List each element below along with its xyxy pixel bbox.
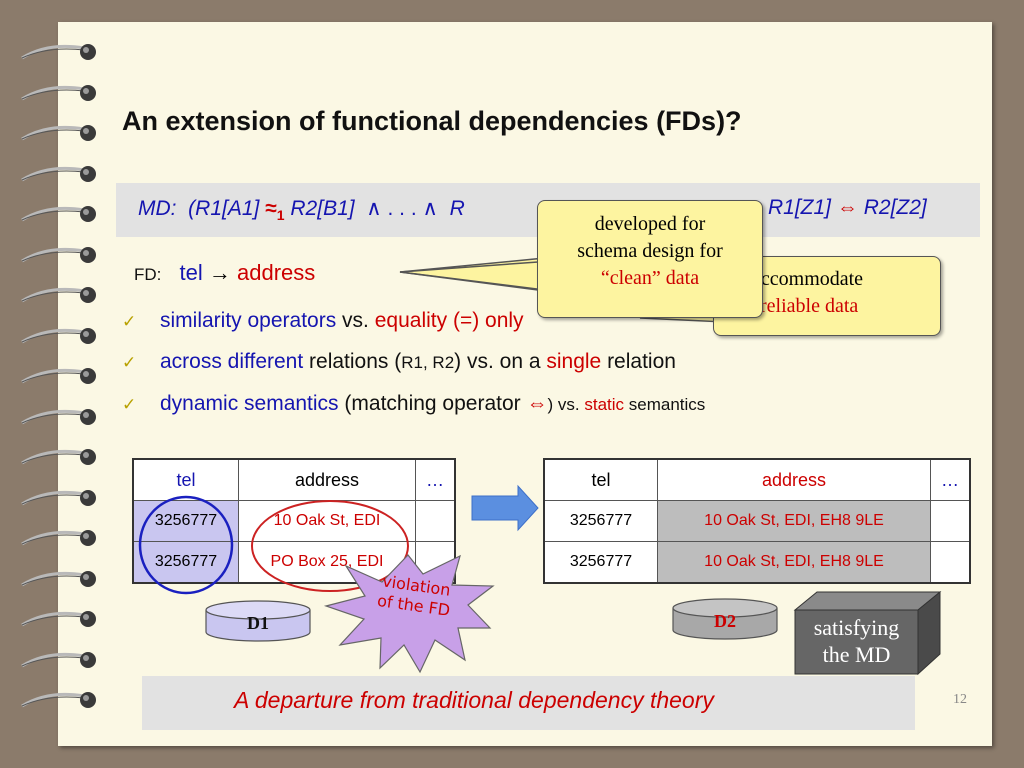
spiral-ring-icon: [21, 570, 96, 587]
spiral-ring-icon: [21, 287, 96, 303]
fd-label: FD:: [134, 265, 162, 284]
table-row: 3256777 10 Oak St, EDI, EH8 9LE: [543, 500, 971, 542]
footer-text: A departure from traditional dependency …: [234, 687, 714, 713]
check-icon: ✓: [122, 353, 137, 372]
md-r2b1: R2[B1]: [290, 197, 355, 220]
check-icon: ✓: [122, 312, 137, 331]
spiral-ring-icon: [21, 44, 96, 60]
md-r1a1: R1[A1]: [195, 197, 260, 220]
header-address: address: [238, 458, 416, 501]
header-tel: tel: [543, 458, 658, 501]
db-d1-label: D1: [247, 613, 269, 633]
fd-arrow: →: [208, 260, 231, 285]
table-row: 3256777 10 Oak St, EDI: [132, 500, 456, 542]
footer-bar: A departure from traditional dependency …: [142, 676, 915, 730]
spiral-ring-icon: [21, 165, 96, 182]
spiral-ring-icon: [21, 530, 96, 546]
table-header-row: tel address …: [543, 458, 971, 501]
table-d1: tel address … 3256777 10 Oak St, EDI 325…: [132, 458, 456, 584]
check-icon: ✓: [122, 395, 137, 414]
md-label: MD:: [138, 197, 177, 220]
table-header-row: tel address …: [132, 458, 456, 501]
page-number: 12: [953, 692, 967, 707]
spiral-ring-icon: [21, 206, 96, 222]
spiral-ring-icon: [21, 368, 96, 384]
header-address: address: [657, 458, 931, 501]
matching-operator: ⇔: [836, 196, 858, 219]
spiral-ring-icon: [21, 327, 96, 344]
spiral-ring-icon: [21, 408, 96, 425]
satisfying-md-label: satisfying the MD: [813, 615, 900, 667]
spiral-ring-icon: [21, 84, 96, 101]
spiral-ring-icon: [21, 489, 96, 506]
fd-rhs: address: [237, 260, 316, 285]
table-row: 3256777 10 Oak St, EDI, EH8 9LE: [543, 541, 971, 584]
bullet-across-relations: ✓across different relations (R1, R2) vs.…: [122, 350, 676, 373]
spiral-ring-icon: [21, 651, 96, 668]
spiral-ring-icon: [21, 611, 96, 627]
bullet-dynamic-semantics: ✓dynamic semantics (matching operator ⇔)…: [122, 392, 706, 415]
md-r2z2: R2[Z2]: [863, 196, 927, 219]
header-tel: tel: [132, 458, 239, 501]
spiral-ring-icon: [21, 125, 96, 141]
fd-formula: FD: tel → address: [134, 260, 315, 286]
md-formula: MD: (R1[A1] ≈1 R2[B1] ∧ . . . ∧ R: [138, 197, 465, 224]
approx-operator: ≈1: [265, 197, 285, 224]
spiral-ring-icon: [21, 246, 96, 263]
db-d2-label: D2: [714, 611, 736, 631]
md-r1z1: R1[Z1]: [768, 196, 832, 219]
slide-title: An extension of functional dependencies …: [122, 106, 742, 136]
header-more: …: [415, 458, 456, 501]
header-more: …: [930, 458, 971, 501]
fd-lhs: tel: [179, 260, 203, 285]
table-d2: tel address … 3256777 10 Oak St, EDI, EH…: [543, 458, 971, 584]
spiral-ring-icon: [21, 692, 96, 708]
spiral-ring-icon: [21, 449, 96, 465]
bullet-similarity: ✓similarity operators vs. equality (=) o…: [122, 309, 524, 332]
md-formula-rhs: R1[Z1] ⇔ R2[Z2]: [768, 196, 927, 220]
callout-developed: developed for schema design for “clean” …: [537, 200, 763, 318]
